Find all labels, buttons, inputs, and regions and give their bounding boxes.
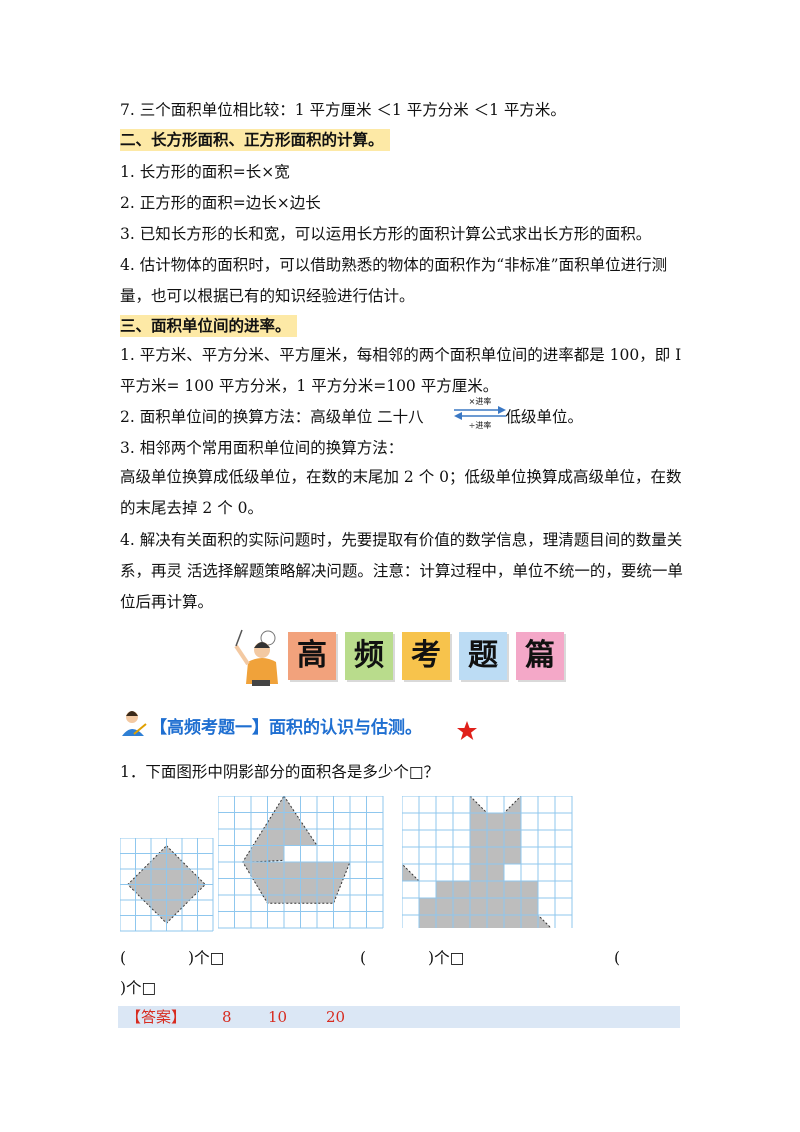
arrow-label-multiply: ×进率	[468, 397, 492, 406]
conversion-arrows: ×进率 ÷进率	[452, 396, 508, 430]
section-title-2: 二、长方形面积、正方形面积的计算。	[120, 129, 390, 151]
text-line: 3. 相邻两个常用面积单位间的换算方法：	[120, 439, 404, 457]
red-star-icon	[457, 721, 477, 740]
blank-2[interactable]: ( )个□	[360, 949, 465, 967]
text-line-7: 7. 三个面积单位相比较：1 平方厘米 ＜1 平方分米 ＜1 平方米。	[120, 101, 566, 119]
text-line: 2. 面积单位间的换算方法：高级单位 二十八 低级单位。	[120, 407, 685, 427]
teacher-pointing-icon	[234, 629, 278, 686]
conversion-text-right: 低级单位。	[505, 408, 584, 426]
text-paragraph: 4. 解决有关面积的实际问题时，先要提取有价值的数学信息，理清题目间的数量关系，…	[120, 531, 683, 611]
question-1-text: 1．下面图形中阴影部分的面积各是多少个□？	[120, 763, 440, 781]
text-line: 3. 已知长方形的长和宽，可以运用长方形的面积计算公式求出长方形的面积。	[120, 225, 652, 243]
blank-3-close[interactable]: )个□	[120, 979, 157, 997]
text-paragraph: 1. 平方米、平方分米、平方厘米，每相邻的两个面积单位间的进率都是 100，即 …	[120, 346, 682, 395]
figure-diamond	[120, 838, 214, 932]
answer-value-1: 8	[222, 1008, 232, 1026]
student-writing-icon	[122, 711, 147, 736]
section-title-3: 三、面积单位间的进率。	[120, 315, 297, 337]
figure-cat	[402, 796, 573, 928]
answer-value-2: 10	[268, 1008, 288, 1026]
double-arrow-icon	[454, 406, 506, 420]
answer-blanks-row: ( )个□	[120, 948, 685, 968]
text-paragraph: 高级单位换算成低级单位，在数的末尾加 2 个 0；低级单位换算成高级单位，在数的…	[120, 468, 682, 517]
blank-1[interactable]: ( )个□	[120, 949, 225, 967]
banner-char-4: 篇	[516, 632, 564, 680]
blank-3-open[interactable]: (	[614, 949, 621, 967]
high-frequency-banner: 高 频 考 题 篇	[232, 628, 572, 688]
answer-value-3: 20	[326, 1008, 346, 1026]
banner-char-0: 高	[288, 632, 336, 680]
answer-bar: 【答案】 8 10 20	[118, 1006, 680, 1028]
text-line: 2. 正方形的面积=边长×边长	[120, 194, 321, 212]
answer-label: 【答案】	[126, 1008, 187, 1026]
banner-char-3: 题	[459, 632, 507, 680]
question-heading: 【高频考题一】面积的认识与估测。	[150, 718, 422, 738]
figure-boat	[218, 796, 384, 929]
banner-char-1: 频	[345, 632, 393, 680]
text-paragraph: 4. 估计物体的面积时，可以借助熟悉的物体的面积作为“非标准”面积单位进行测量，…	[120, 256, 668, 305]
banner-char-2: 考	[402, 632, 450, 680]
text-line: 1. 长方形的面积=长×宽	[120, 163, 290, 181]
arrow-label-divide: ÷进率	[468, 421, 492, 430]
conversion-text-left: 2. 面积单位间的换算方法：高级单位 二十八	[120, 408, 424, 426]
